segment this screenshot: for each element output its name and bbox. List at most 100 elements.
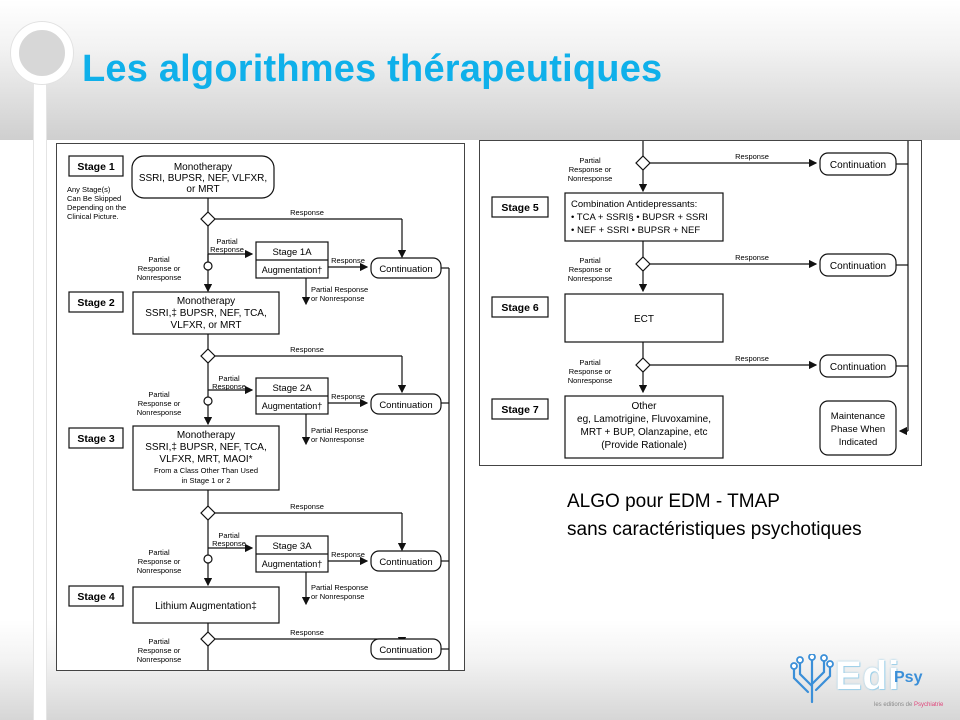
augmentation-label: Augmentation†: [262, 559, 323, 569]
response-label: Response: [331, 256, 365, 265]
augmentation-label: Augmentation†: [262, 401, 323, 411]
skip-note-line3: Depending on the: [67, 203, 126, 212]
stage7-box-line2: eg, Lamotrigine, Fluvoxamine,: [577, 414, 711, 425]
partial-or-non-label: Nonresponse: [568, 376, 613, 385]
skip-note-line4: Clinical Picture.: [67, 212, 119, 221]
response-label: Response: [290, 628, 324, 637]
decorative-vertical-bar: [33, 70, 47, 720]
stage2-box-line2: SSRI,‡ BUPSR, NEF, TCA,: [145, 308, 267, 319]
maintenance-line1: Maintenance: [831, 411, 885, 422]
partial-or-non-label: Response or: [138, 557, 181, 566]
stage5-box-line1: Combination Antidepressants:: [571, 199, 697, 210]
continuation-label: Continuation: [379, 557, 432, 568]
response-label: Response: [331, 392, 365, 401]
maintenance-line3: Indicated: [839, 437, 878, 448]
logo-brand: Edi: [835, 654, 901, 698]
stage2a-label: Stage 2A: [272, 383, 312, 394]
partial-response-right: Partial Response: [311, 583, 368, 592]
right-flowchart-image: Response Partial Response or Nonresponse…: [479, 140, 922, 466]
continuation-label: Continuation: [830, 160, 886, 171]
augmentation-label: Augmentation†: [262, 265, 323, 275]
slide-caption: ALGO pour EDM - TMAP sans caractéristiqu…: [567, 488, 862, 544]
partial-or-non-label: Partial: [148, 548, 170, 557]
partial-or-non-label: Nonresponse: [568, 274, 613, 283]
stage3-box-line5: in Stage 1 or 2: [182, 476, 231, 485]
logo-tagline: les editions de Psychiatrie: [874, 702, 943, 708]
partial-or-non-label: Nonresponse: [137, 408, 182, 417]
header-band: [0, 0, 960, 140]
partial-or-non-label: Response or: [138, 399, 181, 408]
logo-tagline-prefix: les editions de: [874, 702, 913, 708]
stage3-box-line1: Monotherapy: [177, 430, 235, 441]
caption-line1: ALGO pour EDM - TMAP: [567, 491, 780, 512]
stage3-box-line4: From a Class Other Than Used: [154, 466, 258, 475]
skip-note-line2: Can Be Skipped: [67, 194, 121, 203]
partial-or-non-label: Partial: [148, 255, 170, 264]
partial-label: Response: [212, 382, 246, 391]
partial-label: Response: [210, 245, 244, 254]
partial-or-non-label: Response or: [569, 367, 612, 376]
partial-or-non-label: Response or: [569, 265, 612, 274]
partial-label: Partial: [218, 374, 240, 383]
stage7-box-line4: (Provide Rationale): [601, 440, 687, 451]
response-label: Response: [735, 354, 769, 363]
partial-or-non-label: Response or: [138, 264, 181, 273]
partial-response-right: or Nonresponse: [311, 592, 364, 601]
partial-label: Partial: [218, 531, 240, 540]
partial-or-non-label: Response or: [138, 646, 181, 655]
stage6-label: Stage 6: [501, 302, 539, 314]
partial-or-non-label: Nonresponse: [137, 655, 182, 664]
maintenance-line2: Phase When: [831, 424, 885, 435]
response-label: Response: [290, 502, 324, 511]
left-flowchart-image: Stage 1 Monotherapy SSRI, BUPSR, NEF, VL…: [56, 143, 465, 671]
caption-line2: sans caractéristiques psychotiques: [567, 519, 862, 540]
circuit-tree-icon: [790, 654, 834, 704]
stage3-box-line3: VLFXR, MRT, MAOI*: [159, 454, 252, 465]
response-label: Response: [290, 208, 324, 217]
stage1-box-line3: or MRT: [186, 184, 219, 195]
partial-label: Partial: [216, 237, 238, 246]
partial-or-non-label: Nonresponse: [568, 174, 613, 183]
stage2-box-line3: VLFXR, or MRT: [171, 320, 242, 331]
stage7-box-line1: Other: [631, 401, 657, 412]
continuation-label: Continuation: [830, 261, 886, 272]
stage1-label: Stage 1: [77, 161, 115, 173]
partial-label: Response: [212, 539, 246, 548]
partial-response-right: or Nonresponse: [311, 294, 364, 303]
decorative-ring-icon: [11, 22, 73, 84]
stage3-box-line2: SSRI,‡ BUPSR, NEF, TCA,: [145, 442, 267, 453]
stage3-label: Stage 3: [77, 433, 115, 445]
partial-or-non-label: Nonresponse: [137, 566, 182, 575]
stage4-box-text: Lithium Augmentation‡: [155, 601, 257, 612]
stage3a-label: Stage 3A: [272, 541, 312, 552]
response-label: Response: [735, 253, 769, 262]
stage4-label: Stage 4: [77, 591, 115, 603]
partial-response-right: Partial Response: [311, 426, 368, 435]
partial-or-non-label: Partial: [579, 256, 601, 265]
partial-or-non-label: Response or: [569, 165, 612, 174]
stage1-box-line2: SSRI, BUPSR, NEF, VLFXR,: [139, 173, 267, 184]
response-label: Response: [331, 550, 365, 559]
continuation-label: Continuation: [379, 264, 432, 275]
partial-response-right: or Nonresponse: [311, 435, 364, 444]
partial-or-non-label: Partial: [148, 390, 170, 399]
partial-response-right: Partial Response: [311, 285, 368, 294]
stage6-box-text: ECT: [634, 314, 654, 325]
stage7-box-line3: MRT + BUP, Olanzapine, etc: [580, 427, 707, 438]
continuation-label: Continuation: [379, 645, 432, 656]
partial-or-non-label: Partial: [579, 156, 601, 165]
edipsy-logo: Edi Psy les editions de Psychiatrie: [790, 652, 943, 712]
continuation-label: Continuation: [830, 362, 886, 373]
stage1-box-line1: Monotherapy: [174, 162, 232, 173]
response-label: Response: [290, 345, 324, 354]
stage2-label: Stage 2: [77, 297, 115, 309]
stage1a-label: Stage 1A: [272, 247, 312, 258]
stage7-label: Stage 7: [501, 404, 539, 416]
partial-or-non-label: Partial: [579, 358, 601, 367]
logo-tagline-highlight: Psychiatrie: [914, 702, 944, 708]
partial-or-non-label: Partial: [148, 637, 170, 646]
stage5-label: Stage 5: [501, 202, 539, 214]
stage5-box-line3: • NEF + SSRI • BUPSR + NEF: [571, 225, 700, 236]
continuation-label: Continuation: [379, 400, 432, 411]
logo-brand-suffix: Psy: [894, 669, 923, 686]
